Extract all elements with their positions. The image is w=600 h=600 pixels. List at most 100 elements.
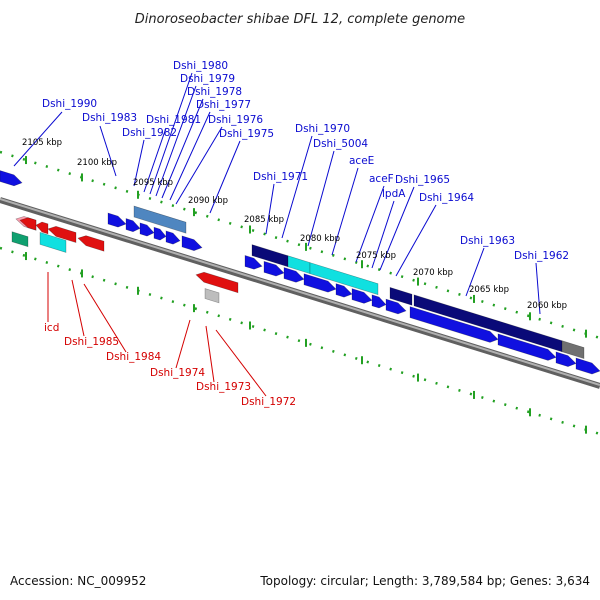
leader-line: [331, 167, 359, 256]
leader-line: [307, 150, 335, 247]
gene-feature[interactable]: [303, 273, 337, 293]
leader-line: [535, 262, 541, 315]
gene-label[interactable]: Dshi_1983: [82, 112, 137, 124]
gene-label[interactable]: Dshi_1974: [150, 367, 205, 379]
leader-line: [205, 325, 215, 383]
kbp-label: 2075 kbp: [356, 251, 396, 261]
gene-features: [0, 170, 600, 375]
gene-label[interactable]: Dshi_1985: [64, 336, 119, 348]
gene-feature-cyan[interactable]: [39, 231, 67, 253]
gene-label[interactable]: Dshi_1963: [460, 235, 515, 247]
gene-label[interactable]: Dshi_1970: [295, 123, 350, 135]
leader-line: [83, 283, 127, 353]
gene-feature[interactable]: [555, 351, 577, 367]
leader-line: [281, 135, 313, 239]
leader-line: [379, 186, 415, 271]
gene-feature-dshi-1990[interactable]: [0, 170, 23, 187]
gene-feature[interactable]: [11, 231, 29, 248]
leader-line: [71, 279, 85, 337]
gene-feature[interactable]: [351, 288, 373, 304]
gene-label[interactable]: Dshi_1972: [241, 396, 296, 408]
gene-feature[interactable]: [195, 271, 239, 294]
kbp-label: 2060 kbp: [527, 301, 567, 311]
leader-line: [209, 140, 241, 214]
leader-line: [161, 98, 204, 199]
gene-feature[interactable]: [107, 212, 127, 228]
gene-label[interactable]: aceE: [349, 155, 374, 167]
kbp-label: 2100 kbp: [77, 158, 117, 168]
gene-feature[interactable]: [139, 222, 155, 237]
genome-backbone: [0, 197, 600, 389]
gene-label[interactable]: Dshi_1978: [187, 86, 242, 98]
gene-label[interactable]: aceF: [369, 173, 394, 185]
gene-feature[interactable]: [165, 230, 181, 245]
leader-line: [155, 85, 197, 197]
leader-line: [175, 319, 191, 369]
gene-feature[interactable]: [335, 283, 353, 298]
gene-feature[interactable]: [244, 255, 263, 270]
leader-line: [99, 125, 117, 177]
kbp-label: 2080 kbp: [300, 234, 340, 244]
gene-label[interactable]: Dshi_1990: [42, 98, 97, 110]
gene-label[interactable]: Dshi_1984: [106, 351, 161, 363]
gene-label[interactable]: Dshi_1979: [180, 73, 235, 85]
gene-label[interactable]: Dshi_1973: [196, 381, 251, 393]
gene-labels-top: Dshi_1990 Dshi_1983 Dshi_1982 Dshi_1981 …: [42, 60, 569, 262]
gene-feature[interactable]: [575, 357, 600, 375]
gene-feature[interactable]: [153, 226, 167, 241]
gene-feature[interactable]: [371, 294, 387, 309]
kbp-label: 2065 kbp: [469, 285, 509, 295]
leader-line: [265, 183, 275, 235]
gene-label[interactable]: Dshi_1980: [173, 60, 228, 72]
gene-feature[interactable]: [47, 226, 77, 243]
gene-label[interactable]: Dshi_1962: [514, 250, 569, 262]
gene-label[interactable]: icd: [44, 322, 59, 334]
gene-feature-gray[interactable]: [204, 288, 220, 304]
scale-ruler: [0, 150, 600, 436]
kbp-label: 2105 kbp: [22, 138, 62, 148]
map-title: Dinoroseobacter shibae DFL 12, complete …: [135, 12, 465, 27]
gene-feature[interactable]: [263, 260, 285, 277]
gene-feature-cyan[interactable]: [309, 262, 379, 296]
gene-feature[interactable]: [35, 221, 49, 235]
gene-label[interactable]: Dshi_1965: [395, 174, 450, 186]
gene-label[interactable]: Dshi_1976: [208, 114, 263, 126]
kbp-label: 2085 kbp: [244, 215, 284, 225]
kbp-label: 2070 kbp: [413, 268, 453, 278]
gene-label[interactable]: Dshi_1982: [122, 127, 177, 139]
gene-label[interactable]: Dshi_1971: [253, 171, 308, 183]
kbp-label: 2090 kbp: [188, 196, 228, 206]
gene-feature[interactable]: [77, 235, 105, 252]
genome-stats-text: Topology: circular; Length: 3,789,584 bp…: [259, 574, 590, 588]
gene-feature[interactable]: [409, 306, 499, 343]
gene-feature[interactable]: [181, 235, 203, 251]
leader-line: [175, 126, 223, 205]
gene-feature[interactable]: [497, 333, 557, 361]
gene-label[interactable]: Dshi_5004: [313, 138, 368, 150]
leader-line: [133, 139, 145, 187]
gene-feature[interactable]: [125, 218, 141, 233]
gene-feature-steel[interactable]: [133, 205, 187, 234]
kbp-labels: 2105 kbp 2100 kbp 2095 kbp 2090 kbp 2085…: [22, 138, 567, 311]
accession-text: Accession: NC_009952: [10, 574, 146, 588]
gene-feature-gray[interactable]: [561, 340, 585, 359]
gene-label[interactable]: Dshi_1981: [146, 114, 201, 126]
leader-line: [169, 111, 211, 201]
leader-line: [465, 247, 485, 297]
leader-line: [149, 72, 193, 195]
gene-feature[interactable]: [385, 298, 407, 315]
label-leader-lines: [13, 72, 541, 397]
gene-label[interactable]: Dshi_1964: [419, 192, 474, 204]
leader-line: [395, 204, 437, 277]
leader-line: [143, 127, 167, 193]
gene-feature-navy[interactable]: [389, 286, 413, 306]
leader-line: [371, 200, 395, 269]
leader-line: [355, 185, 385, 263]
kbp-label: 2095 kbp: [133, 178, 173, 188]
leader-line: [215, 329, 267, 397]
gene-feature[interactable]: [283, 267, 305, 283]
gene-label[interactable]: Dshi_1977: [196, 99, 251, 111]
gene-label[interactable]: Dshi_1975: [219, 128, 274, 140]
gene-label[interactable]: lpdA: [382, 188, 406, 200]
